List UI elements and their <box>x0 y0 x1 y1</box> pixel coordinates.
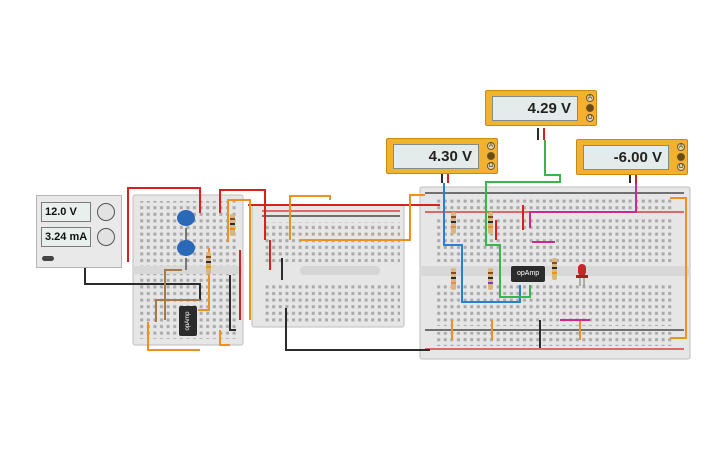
mode-a-icon[interactable]: A <box>586 94 594 102</box>
mode-v-icon[interactable] <box>677 153 685 161</box>
power-switch-icon[interactable] <box>42 256 54 261</box>
psu-voltage-display: 12.0 V <box>41 202 91 222</box>
wire-orange[interactable] <box>289 195 331 240</box>
wire-brown[interactable] <box>164 269 182 320</box>
resistor[interactable] <box>451 212 456 234</box>
wire-black[interactable] <box>84 258 201 300</box>
multimeter-right-display: -6.00 V <box>583 145 669 170</box>
resistor[interactable] <box>552 258 557 280</box>
mode-v-icon[interactable] <box>487 152 495 160</box>
wire-magenta[interactable] <box>529 183 637 228</box>
resistor[interactable] <box>488 212 493 234</box>
mode-r-icon[interactable]: Ω <box>586 114 594 122</box>
wire-orange[interactable] <box>300 194 425 241</box>
resistors[interactable] <box>206 212 557 290</box>
wire-black[interactable] <box>229 275 236 331</box>
current-knob-icon[interactable] <box>97 228 115 246</box>
mode-a-icon[interactable]: A <box>487 142 495 150</box>
opamp-chip-small-label: opAmp <box>185 311 191 331</box>
wire-orange[interactable] <box>670 197 687 339</box>
capacitor[interactable] <box>177 210 195 226</box>
resistor[interactable] <box>451 268 456 290</box>
wires[interactable] <box>73 128 687 351</box>
power-supply[interactable]: 12.0 V 3.24 mA <box>36 195 122 268</box>
multimeter-left-display: 4.30 V <box>393 144 479 169</box>
wire-orange[interactable] <box>219 330 230 346</box>
multimeter-right[interactable]: -6.00 V A Ω <box>576 139 688 175</box>
mode-a-icon[interactable]: A <box>677 143 685 151</box>
multimeter-left[interactable]: 4.30 V A Ω <box>386 138 498 174</box>
capacitor[interactable] <box>177 240 195 256</box>
mode-r-icon[interactable]: Ω <box>677 163 685 171</box>
mode-r-icon[interactable]: Ω <box>487 162 495 170</box>
opamp-chip-small[interactable] <box>179 306 197 336</box>
wire-blue[interactable] <box>443 183 521 303</box>
wire-red[interactable] <box>127 187 201 262</box>
wire-orange[interactable] <box>227 199 251 320</box>
voltage-knob-icon[interactable] <box>97 203 115 221</box>
wire-black[interactable] <box>285 308 430 351</box>
wire-green[interactable] <box>485 140 561 298</box>
wire-brown[interactable] <box>155 299 200 322</box>
resistor[interactable] <box>488 268 493 290</box>
psu-current-display: 3.24 mA <box>41 227 91 247</box>
resistor[interactable] <box>230 214 235 236</box>
wire-red[interactable] <box>219 189 266 240</box>
mode-v-icon[interactable] <box>586 104 594 112</box>
resistor[interactable] <box>206 252 211 274</box>
opamp-chip-main-label: opAmp <box>517 270 540 277</box>
capacitors[interactable] <box>177 210 195 270</box>
opamp-chip-main[interactable] <box>511 266 545 282</box>
multimeter-center-display: 4.29 V <box>492 96 578 121</box>
led[interactable] <box>576 264 588 286</box>
multimeter-center[interactable]: 4.29 V A Ω <box>485 90 597 126</box>
wire-orange[interactable] <box>147 322 200 351</box>
breadboard-middle[interactable] <box>251 204 405 328</box>
